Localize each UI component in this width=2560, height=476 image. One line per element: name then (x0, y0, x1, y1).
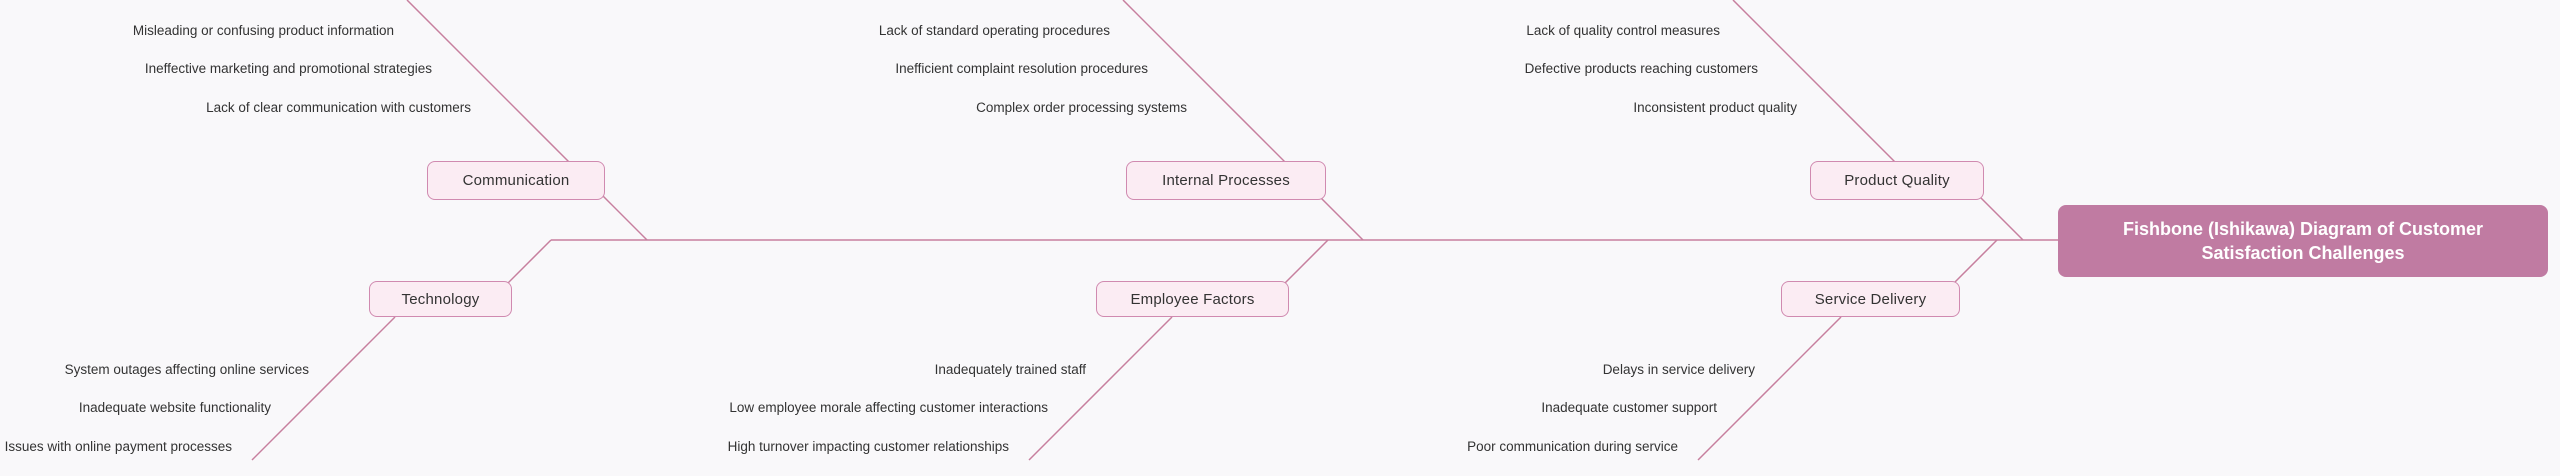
cause-label: Inadequate website functionality (78, 400, 271, 415)
category-box-technology: Technology (369, 281, 512, 317)
cause-label: Lack of standard operating procedures (878, 23, 1110, 38)
category-label: Technology (401, 290, 480, 308)
cause-label: Inconsistent product quality (1633, 100, 1797, 115)
category-label: Service Delivery (1814, 290, 1927, 308)
category-box-service-delivery: Service Delivery (1781, 281, 1960, 317)
cause-label: High turnover impacting customer relatio… (727, 439, 1009, 454)
category-box-internal-processes: Internal Processes (1126, 161, 1326, 200)
cause-label: Lack of quality control measures (1526, 23, 1720, 38)
category-label: Communication (462, 172, 570, 189)
category-box-communication: Communication (427, 161, 605, 200)
fish-head: Fishbone (Ishikawa) Diagram of Customer … (2058, 205, 2548, 277)
diagram-title: Fishbone (Ishikawa) Diagram of Customer … (2122, 219, 2484, 263)
category-label: Internal Processes (1162, 172, 1290, 189)
cause-label: System outages affecting online services (64, 362, 309, 377)
cause-label: Delays in service delivery (1602, 362, 1755, 377)
category-box-product-quality: Product Quality (1810, 161, 1984, 200)
cause-label: Misleading or confusing product informat… (132, 23, 394, 38)
cause-label: Inefficient complaint resolution procedu… (895, 61, 1148, 76)
category-label: Product Quality (1844, 172, 1950, 189)
cause-label: Ineffective marketing and promotional st… (144, 61, 432, 76)
cause-label: Complex order processing systems (976, 100, 1187, 115)
category-box-employee-factors: Employee Factors (1096, 281, 1289, 317)
cause-label: Poor communication during service (1467, 439, 1678, 454)
cause-label: Issues with online payment processes (4, 439, 232, 454)
cause-label: Lack of clear communication with custome… (206, 100, 471, 115)
cause-label: Defective products reaching customers (1524, 61, 1758, 76)
category-label: Employee Factors (1130, 290, 1255, 308)
cause-label: Inadequate customer support (1541, 400, 1717, 415)
cause-label: Inadequately trained staff (934, 362, 1086, 377)
cause-label: Low employee morale affecting customer i… (729, 400, 1048, 415)
